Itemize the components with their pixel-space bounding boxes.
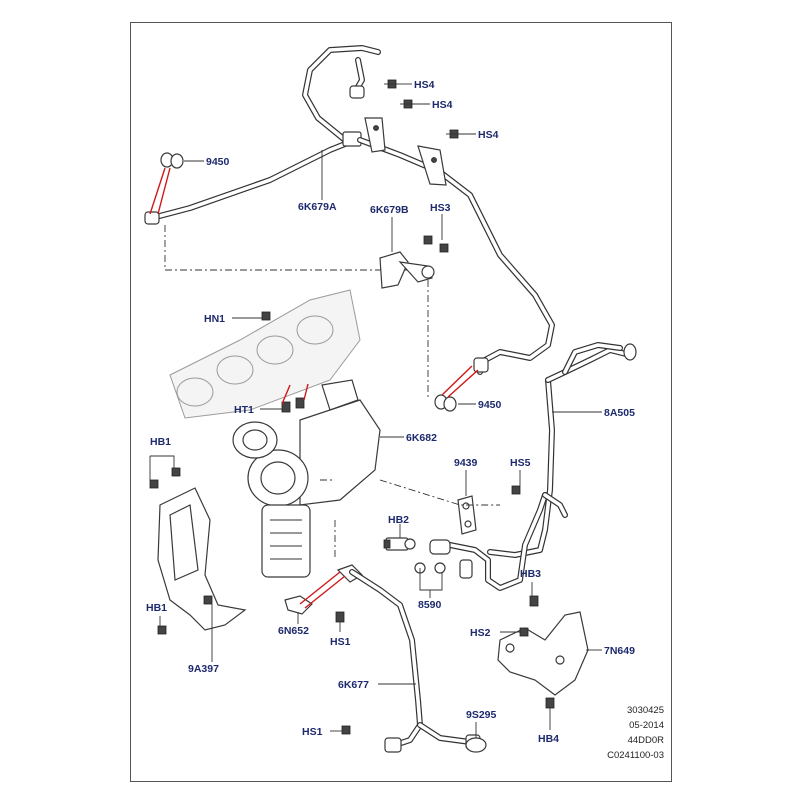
footer-code-3: 44DD0R	[628, 735, 665, 746]
label-hs3: HS3	[430, 202, 451, 214]
label-6k679a: 6K679A	[298, 201, 337, 213]
footer-code-4: C0241100-03	[607, 750, 664, 761]
exhaust-manifold	[169, 289, 361, 419]
upper-bracket-left	[364, 117, 386, 153]
pipe-8590	[429, 492, 568, 591]
label-hs4-a: HS4	[414, 79, 435, 91]
footer-code-1: 3030425	[627, 705, 664, 716]
centerline-9439	[379, 479, 500, 506]
label-9450-b: 9450	[478, 399, 502, 411]
centerline-upper	[164, 225, 425, 271]
label-hb1-b: HB1	[146, 602, 167, 614]
label-8590: 8590	[418, 599, 442, 611]
turbocharger-6k682	[232, 379, 381, 578]
bolt-hs4-b	[400, 99, 413, 109]
heat-shield-9a397	[149, 467, 247, 635]
label-hn1: HN1	[204, 313, 225, 325]
red-indicator-6n652	[299, 571, 346, 609]
label-hs1-b: HS1	[302, 726, 323, 738]
bolt-hs4-c	[446, 129, 459, 139]
pipe-8a505	[487, 342, 637, 558]
label-9s295: 9S295	[466, 709, 497, 721]
label-hb1-a: HB1	[150, 436, 171, 448]
label-6k682: 6K682	[406, 432, 437, 444]
fitting-6k679b	[379, 235, 449, 289]
label-hs4-c: HS4	[478, 129, 499, 141]
footer-code-2: 05-2014	[629, 720, 664, 731]
gasket-9439	[457, 485, 521, 535]
label-hb4: HB4	[538, 733, 559, 745]
centerline-lower	[320, 479, 336, 560]
label-hb2: HB2	[388, 514, 409, 526]
label-hs2: HS2	[470, 627, 491, 639]
label-6k679b: 6K679B	[370, 204, 409, 216]
label-ht1: HT1	[234, 404, 254, 416]
label-9a397: 9A397	[188, 663, 219, 675]
clamp-9s295	[465, 737, 487, 753]
label-9450-a: 9450	[206, 156, 230, 168]
label-hb3: HB3	[520, 568, 541, 580]
bracket-7n649	[497, 595, 589, 709]
washer-9450-b	[434, 394, 457, 412]
label-hs4-b: HS4	[432, 99, 453, 111]
red-indicator-9450-b	[441, 365, 479, 398]
upper-bracket-right	[417, 145, 447, 186]
label-hs5: HS5	[510, 457, 531, 469]
label-leaders	[159, 83, 602, 738]
label-6n652: 6N652	[278, 625, 309, 637]
pipe-6k679a	[144, 45, 381, 225]
leader-8590	[419, 568, 443, 591]
label-8a505: 8A505	[604, 407, 635, 419]
label-9439: 9439	[454, 457, 478, 469]
label-6k677: 6K677	[338, 679, 369, 691]
leader-hb1-a	[149, 455, 175, 480]
pipe-6k677	[335, 569, 481, 753]
bolt-hs4-a	[384, 79, 397, 89]
label-hs1-a: HS1	[330, 636, 351, 648]
label-7n649: 7N649	[604, 645, 635, 657]
red-indicator-ht1	[281, 383, 309, 405]
red-indicator-9450-a	[149, 167, 171, 215]
washer-9450-a	[160, 152, 184, 169]
banjo-bolt-hb2	[383, 537, 446, 574]
